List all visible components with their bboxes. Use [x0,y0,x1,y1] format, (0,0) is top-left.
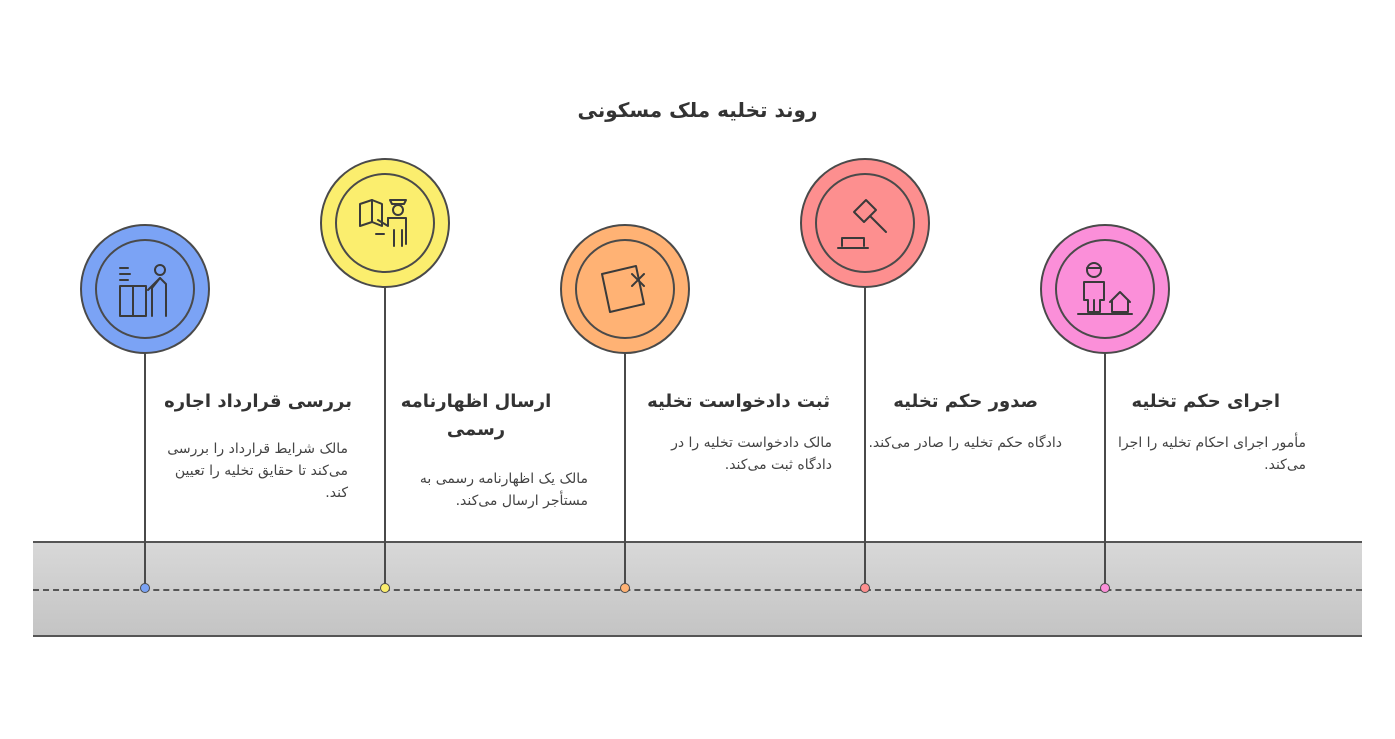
step-3-description: مالک دادخواست تخلیه را در دادگاه ثبت می‌… [671,435,832,473]
step-1-description: مالک شرایط قرارداد را بررسی می‌کند تا حق… [167,441,348,501]
step-3-circle [560,224,690,354]
contract-review-icon [119,264,167,317]
step-2-marker [380,583,390,593]
step-2-stem [384,286,386,588]
step-4-title: صدور حکم تخلیه [893,391,1038,412]
petition-cancel-icon [601,265,645,313]
step-1-circle [80,224,210,354]
road-center-dashes [33,589,1362,591]
step-4-circle [800,158,930,288]
step-4-stem [864,286,866,588]
step-4-description: دادگاه حکم تخلیه را صادر می‌کند. [868,435,1062,451]
step-5-description: مأمور اجرای احکام تخلیه را اجرا می‌کند. [1118,435,1306,473]
step-2-description: مالک یک اظهارنامه رسمی به مستأجر ارسال م… [419,471,588,509]
step-1-stem [144,352,146,588]
step-3-title: ثبت دادخواست تخلیه [647,391,830,412]
step-5-circle [1040,224,1170,354]
step-5-marker [1100,583,1110,593]
step-1-title: بررسی قرارداد اجاره [164,391,352,412]
step-2-circle [320,158,450,288]
step-5-title: اجرای حکم تخلیه [1131,391,1280,412]
gavel-icon [837,199,887,249]
step-5-stem [1104,352,1106,588]
step-3-marker [620,583,630,593]
step-3-stem [624,352,626,588]
step-1-marker [140,583,150,593]
step-4-marker [860,583,870,593]
officer-house-icon [1077,262,1133,315]
step-2-title: ارسال اظهارنامه رسمی [400,391,552,440]
timeline-road [33,541,1362,637]
diagram-title: روند تخلیه ملک مسکونی [577,98,818,122]
delivery-person-icon [359,199,407,247]
